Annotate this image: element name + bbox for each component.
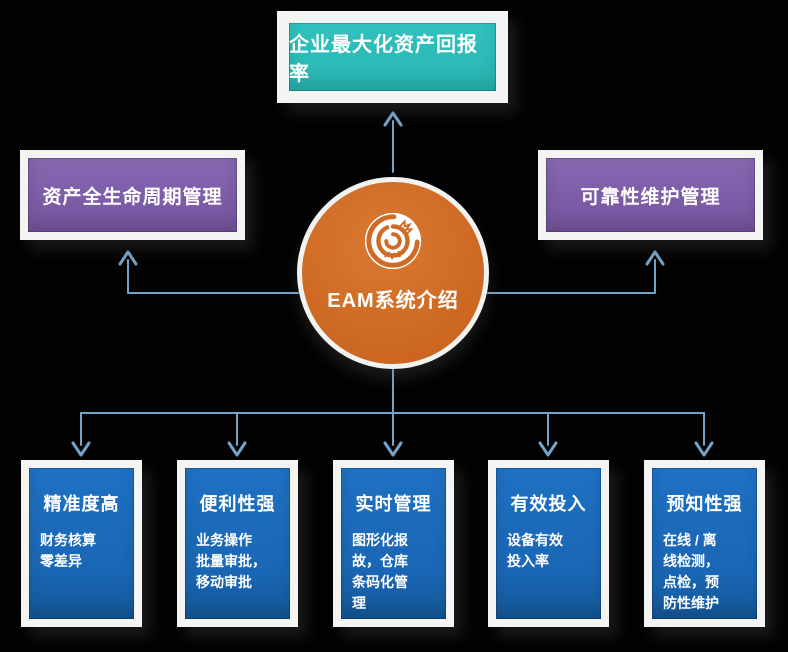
feature-title: 实时管理	[355, 494, 432, 514]
feature-body: 设备有效 投入率	[507, 532, 563, 569]
node-asset-lifecycle: 资产全生命周期管理	[20, 150, 245, 240]
node-reliability-maintenance-label: 可靠性维护管理	[580, 186, 721, 208]
feature-body: 业务操作 批量审批， 移动审批	[196, 532, 266, 590]
feature-box-convenience: 便利性强 业务操作 批量审批， 移动审批	[177, 460, 298, 627]
arrow-line-right	[487, 259, 656, 294]
feature-body: 图形化报 故，仓库 条码化管 理	[352, 532, 408, 611]
feature-title: 预知性强	[666, 494, 743, 514]
node-asset-lifecycle-label: 资产全生命周期管理	[42, 186, 223, 208]
arrowhead-down-4	[538, 441, 558, 457]
arrowhead-down-3	[383, 441, 403, 457]
feature-body: 在线 / 离 线检测， 点检，预 防性维护	[663, 532, 719, 611]
node-max-asset-return-label: 企业最大化资产回报率	[289, 34, 478, 85]
feature-box-accuracy: 精准度高 财务核算 零差异	[21, 460, 142, 627]
feature-box-predictive: 预知性强 在线 / 离 线检测， 点检，预 防性维护	[644, 460, 765, 627]
arrowhead-down-2	[227, 441, 247, 457]
arrowhead-up-left	[118, 250, 138, 266]
hub-eam-intro: EAM系统介绍	[297, 177, 489, 369]
arrowhead-up-right	[645, 250, 665, 266]
hub-label: EAM系统介绍	[327, 290, 459, 312]
dragon-swirl-logo-icon	[364, 212, 422, 270]
arrowhead-up-top	[383, 111, 403, 127]
arrowhead-down-5	[694, 441, 714, 457]
node-max-asset-return: 企业最大化资产回报率	[277, 11, 508, 103]
feature-title: 便利性强	[199, 494, 276, 514]
feature-title: 精准度高	[43, 494, 120, 514]
feature-title: 有效投入	[510, 494, 587, 514]
arrow-line-left	[127, 259, 299, 294]
feature-body: 财务核算 零差异	[40, 532, 96, 569]
feature-box-effective-input: 有效投入 设备有效 投入率	[488, 460, 609, 627]
feature-box-realtime: 实时管理 图形化报 故，仓库 条码化管 理	[333, 460, 454, 627]
node-reliability-maintenance: 可靠性维护管理	[538, 150, 763, 240]
arrowhead-down-1	[71, 441, 91, 457]
